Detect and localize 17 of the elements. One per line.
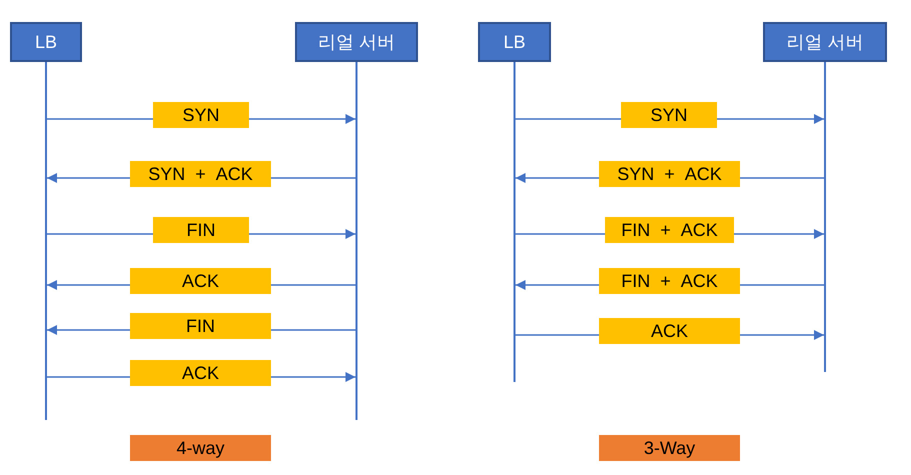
participant-box: LB — [10, 22, 82, 62]
message-label: FIN + ACK — [599, 268, 740, 294]
participant-box: LB — [478, 22, 551, 62]
message-label: FIN — [153, 217, 249, 243]
caption-box: 3-Way — [599, 435, 740, 461]
caption-box: 4-way — [130, 435, 271, 461]
participant-box: 리얼 서버 — [295, 22, 418, 62]
message-label: SYN — [153, 102, 249, 128]
message-label: FIN — [130, 313, 271, 339]
message-label: ACK — [130, 268, 271, 294]
participant-box: 리얼 서버 — [763, 22, 887, 62]
message-label: ACK — [599, 318, 740, 344]
message-label: SYN — [621, 102, 717, 128]
message-label: SYN + ACK — [130, 161, 271, 187]
message-label: FIN + ACK — [605, 217, 734, 243]
message-label: ACK — [130, 360, 271, 386]
message-label: SYN + ACK — [599, 161, 740, 187]
